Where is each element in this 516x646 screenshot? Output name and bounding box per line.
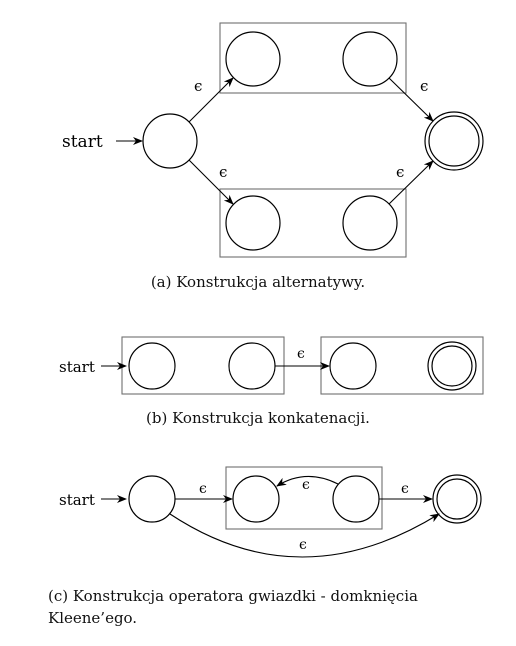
state-inner-end xyxy=(332,475,380,523)
box-top-nfa xyxy=(219,22,407,94)
caption-kleene-star: (c) Konstrukcja operatora gwiazdki - dom… xyxy=(48,587,418,627)
epsilon-label: ϵ xyxy=(302,477,310,493)
epsilon-label: ϵ xyxy=(299,537,307,553)
start-label: start xyxy=(62,132,103,152)
state-first-start xyxy=(128,342,176,390)
state-first-end xyxy=(228,342,276,390)
state-accept-inner xyxy=(428,115,480,167)
edge-start-bottom xyxy=(188,159,234,205)
epsilon-label: ϵ xyxy=(401,481,409,497)
edge-bottom-accept xyxy=(388,160,434,205)
diagram-alternative: start ϵ ϵ ϵ ϵ xyxy=(62,22,484,258)
state-bottom-right xyxy=(342,195,398,251)
edge-loop-back xyxy=(276,475,339,487)
epsilon-label: ϵ xyxy=(297,346,305,362)
box-bottom-nfa xyxy=(219,188,407,258)
edge-start-top xyxy=(188,77,234,123)
state-bottom-left xyxy=(225,195,281,251)
state-accept-inner xyxy=(431,345,473,387)
epsilon-label: ϵ xyxy=(219,163,227,181)
state-top-left xyxy=(225,31,281,87)
start-label: start xyxy=(59,491,95,509)
epsilon-label: ϵ xyxy=(396,163,404,181)
epsilon-label: ϵ xyxy=(199,481,207,497)
epsilon-label: ϵ xyxy=(194,77,202,95)
diagram-concatenation: start ϵ xyxy=(59,336,484,395)
caption-alternative: (a) Konstrukcja alternatywy. xyxy=(150,273,366,291)
diagram-kleene-star: start ϵ ϵ ϵ ϵ xyxy=(59,466,482,558)
edge-top-accept xyxy=(388,77,434,122)
state-start xyxy=(128,475,176,523)
edge-skip xyxy=(169,513,440,558)
start-label: start xyxy=(59,358,95,376)
state-start xyxy=(142,113,198,169)
state-inner-start xyxy=(232,475,280,523)
state-accept-inner xyxy=(436,478,478,520)
state-top-right xyxy=(342,31,398,87)
caption-concatenation: (b) Konstrukcja konkatenacji. xyxy=(146,409,370,427)
epsilon-label: ϵ xyxy=(420,77,428,95)
state-second-start xyxy=(329,342,377,390)
